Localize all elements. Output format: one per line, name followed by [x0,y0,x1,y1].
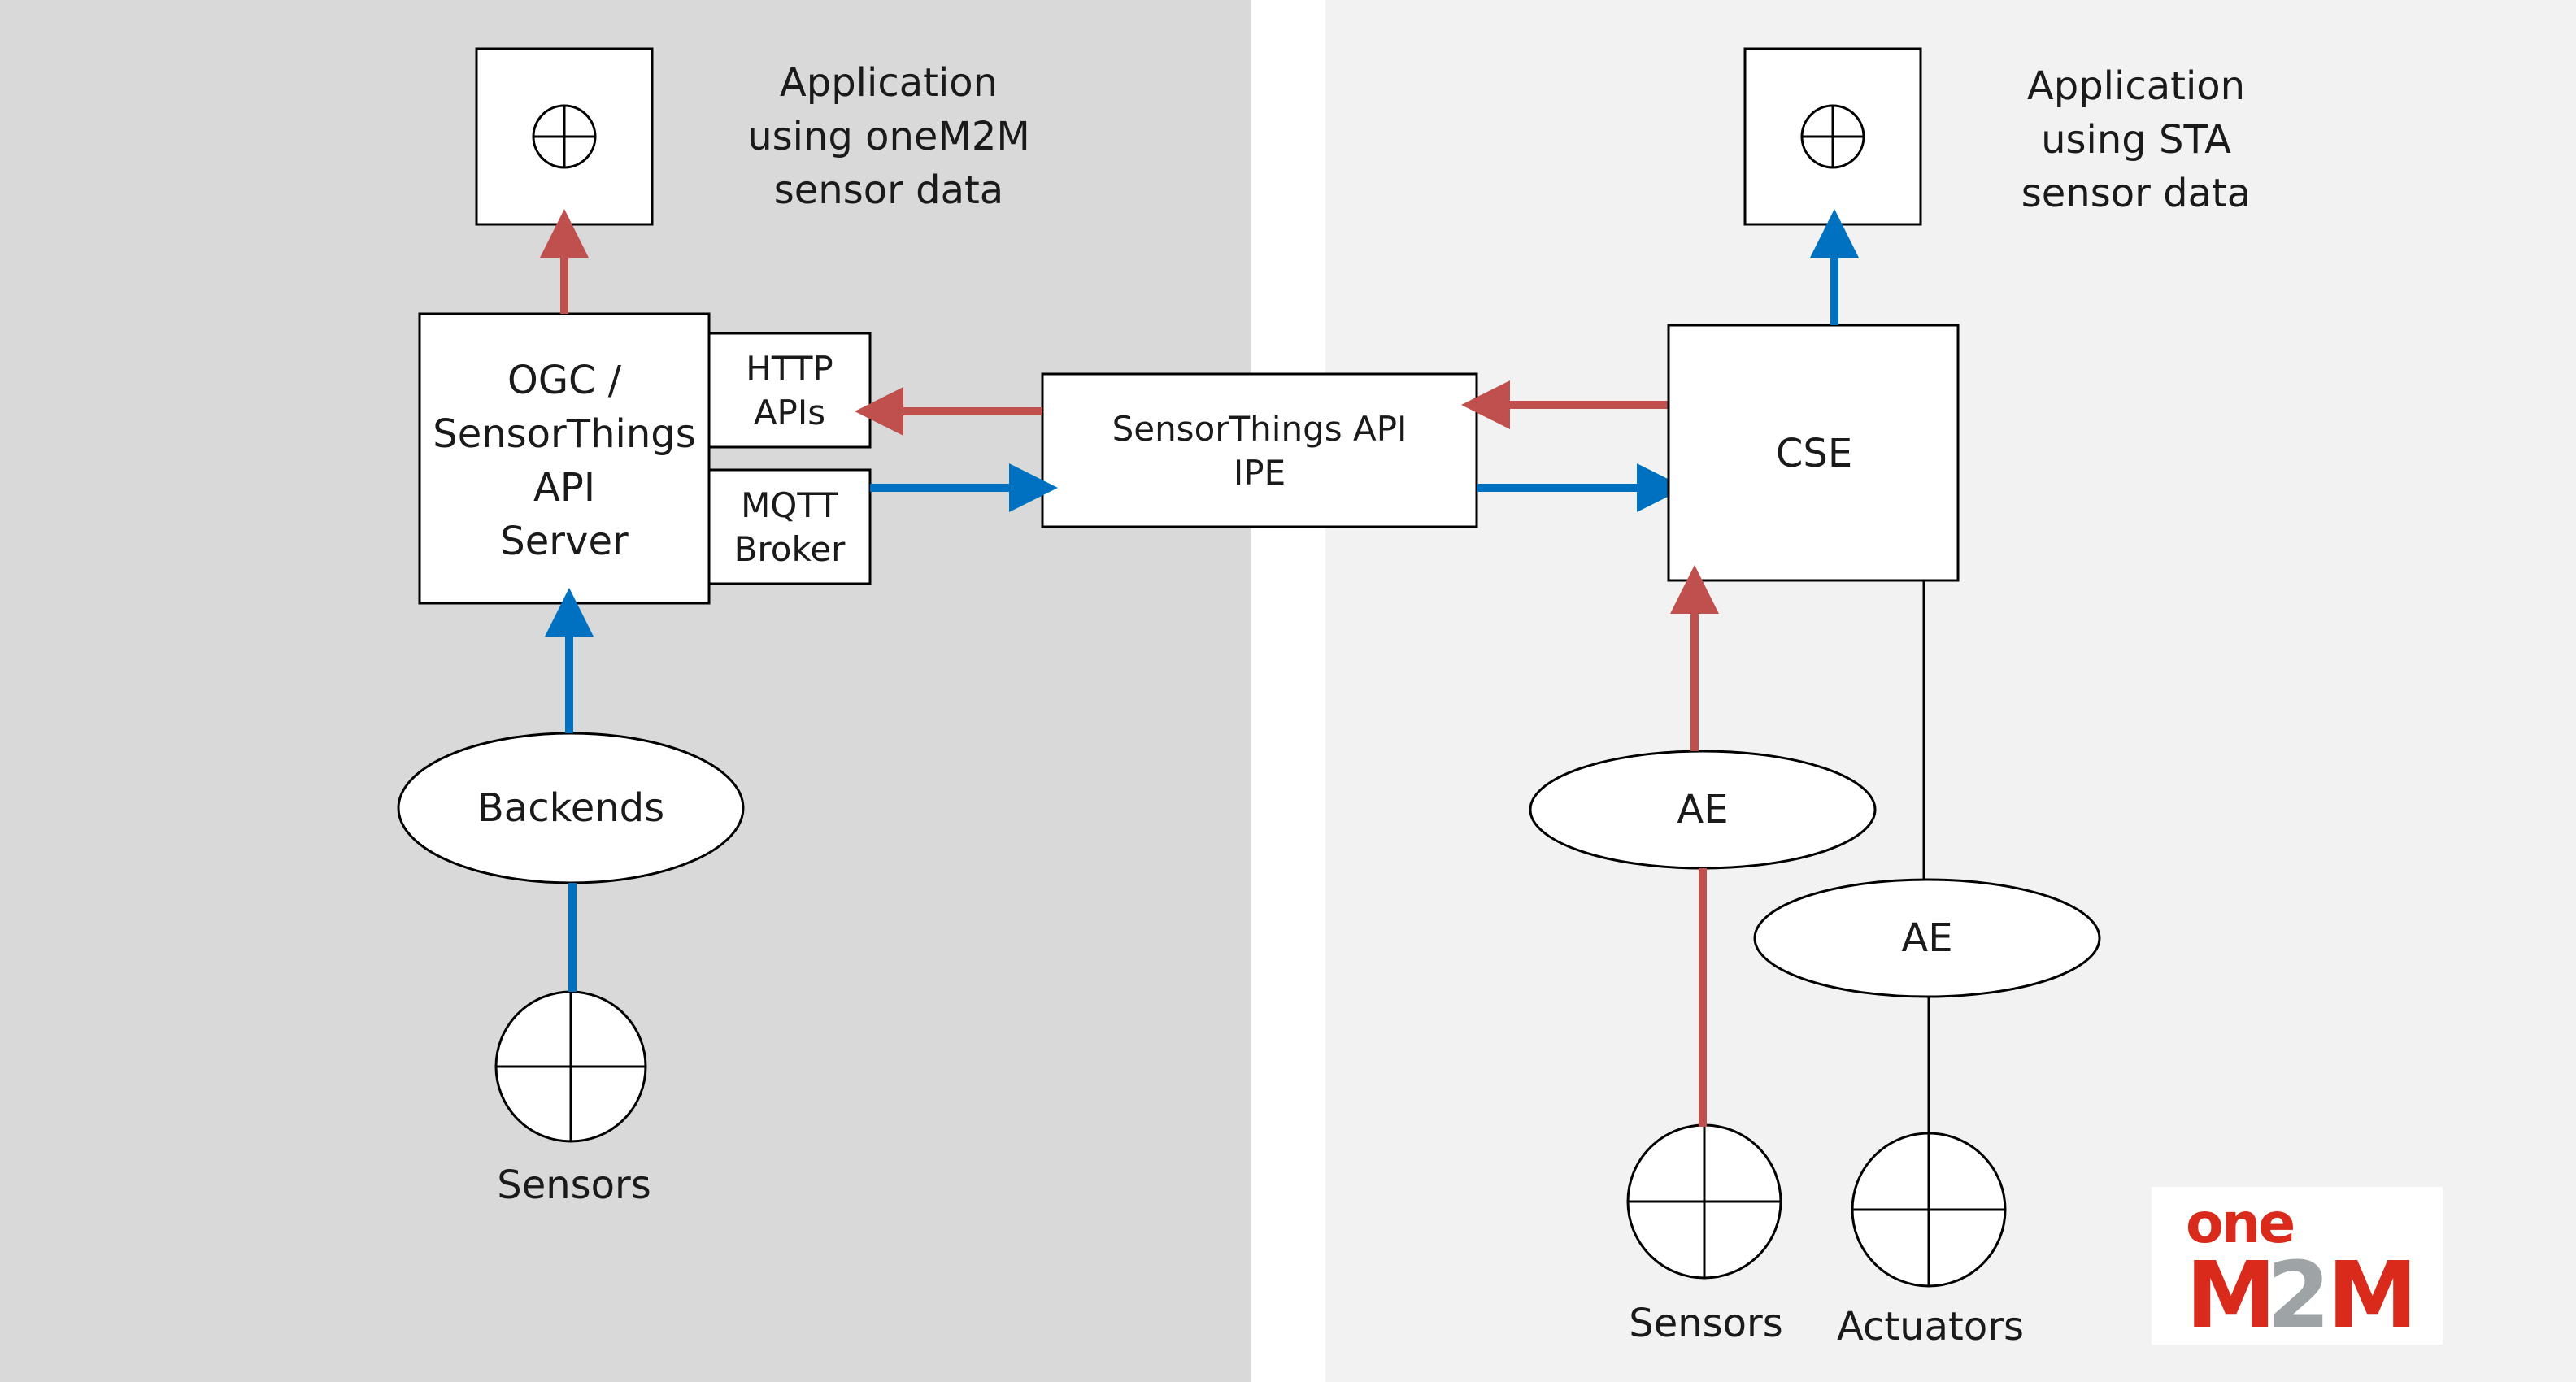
sensorthings-server-box [418,312,711,605]
mqtt-broker-box [707,468,872,585]
left-app-caption-line1: Application [780,60,998,106]
logo-line2-m1: M [2186,1243,2276,1349]
ae-right-ellipse [1753,878,2101,998]
right-app-caption-line1: Application [2027,63,2245,109]
ae-right-label: AE [1901,915,1952,961]
server-label-line1: OGC / [507,358,622,403]
mqtt-label-line2: Broker [734,529,846,569]
ipe-label-line1: SensorThings API [1112,409,1408,449]
cse-label: CSE [1776,431,1852,476]
ae-left-label: AE [1677,787,1728,832]
onem2m-logo: one M 2 M [2152,1187,2443,1349]
http-label-line2: APIs [754,393,825,432]
right-sensors-label: Sensors [1629,1301,1783,1346]
backends-label: Backends [477,785,664,831]
right-app-caption-line3: sensor data [2021,171,2251,216]
right-sensor-icon [1626,1123,1782,1280]
mqtt-label-line1: MQTT [741,485,838,525]
logo-line1: one [2186,1192,2293,1256]
target-icon [1800,104,1865,169]
left-sensors-label: Sensors [497,1163,651,1208]
server-label-line2: SensorThings [433,411,696,457]
logo-line2-m2: M [2327,1243,2417,1349]
server-label-line3: API [533,465,595,511]
left-app-caption-line2: using oneM2M [747,114,1030,159]
left-sensor-icon [494,990,647,1143]
right-app-caption-line2: using STA [2041,117,2231,163]
target-icon [532,104,597,169]
cse-box [1667,324,1960,582]
http-label-line1: HTTP [746,349,833,389]
actuator-icon [1851,1132,2007,1288]
actuators-label: Actuators [1837,1304,2024,1349]
logo-line2-2: 2 [2267,1243,2330,1349]
left-app-caption-line3: sensor data [774,167,1003,213]
left-panel-background [0,0,1251,1382]
ipe-box [1041,372,1478,528]
server-label-line4: Server [500,519,629,564]
ipe-label-line2: IPE [1234,453,1286,493]
